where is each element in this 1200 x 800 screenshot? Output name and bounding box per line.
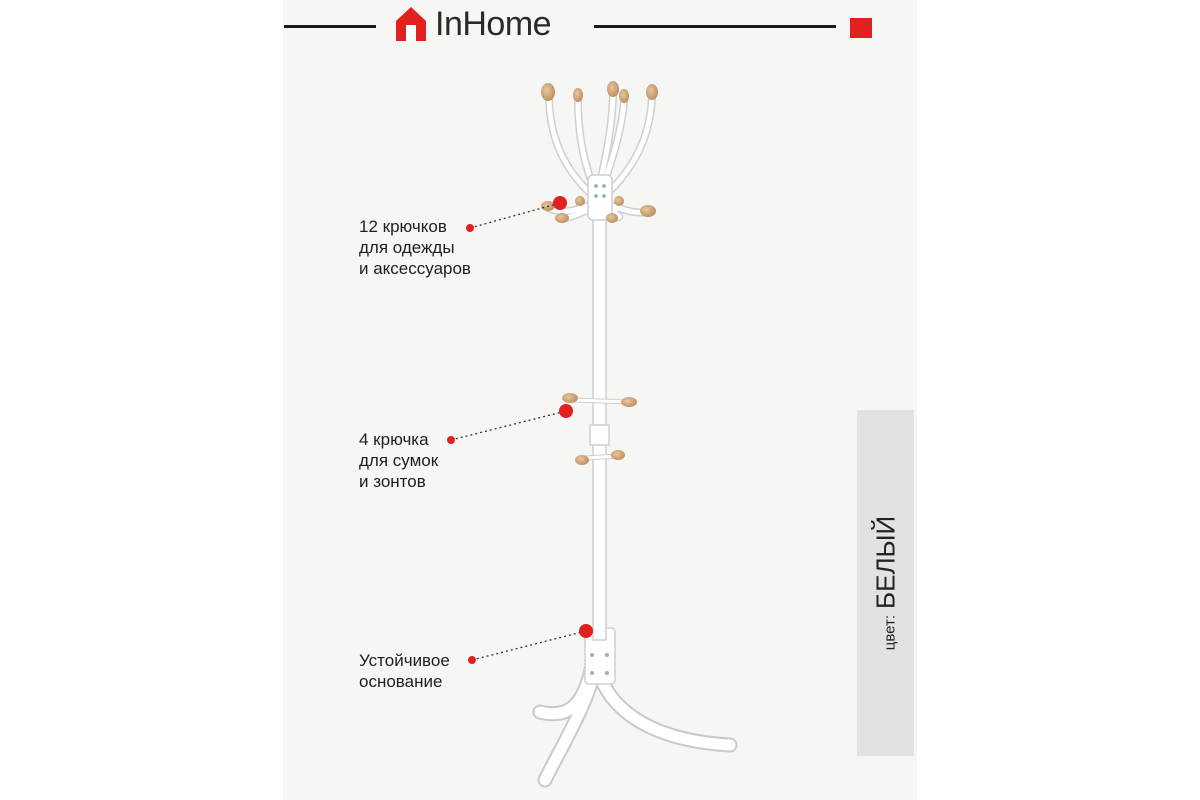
feature-line: основание (359, 672, 443, 691)
brand-logo: InHome (395, 2, 552, 46)
house-icon (396, 7, 426, 41)
callout-marker (579, 624, 593, 638)
color-label: цвет: БЕЛЫЙ (871, 516, 902, 650)
feature-hooks-clothes: 12 крючков для одежды и аксессуаров (359, 216, 471, 279)
feature-line: 4 крючка (359, 430, 429, 449)
callout-dot (466, 224, 474, 232)
callout-marker (553, 196, 567, 210)
color-key: цвет: (881, 614, 899, 651)
feature-line: для одежды (359, 238, 455, 257)
header-divider-left (284, 25, 376, 28)
feature-line: для сумок (359, 451, 439, 470)
callout-marker (559, 404, 573, 418)
feature-line: и аксессуаров (359, 259, 471, 278)
color-tab (857, 410, 914, 756)
header-divider-right (594, 25, 836, 28)
callout-dot (447, 436, 455, 444)
feature-line: и зонтов (359, 472, 426, 491)
red-square-mark (850, 18, 872, 38)
brand-name: InHome (435, 4, 552, 43)
feature-line: Устойчивое (359, 651, 450, 670)
feature-line: 12 крючков (359, 217, 447, 236)
color-value: БЕЛЫЙ (870, 515, 901, 609)
callout-dot (468, 656, 476, 664)
feature-hooks-bags: 4 крючка для сумок и зонтов (359, 429, 438, 492)
feature-stable-base: Устойчивое основание (359, 650, 450, 692)
